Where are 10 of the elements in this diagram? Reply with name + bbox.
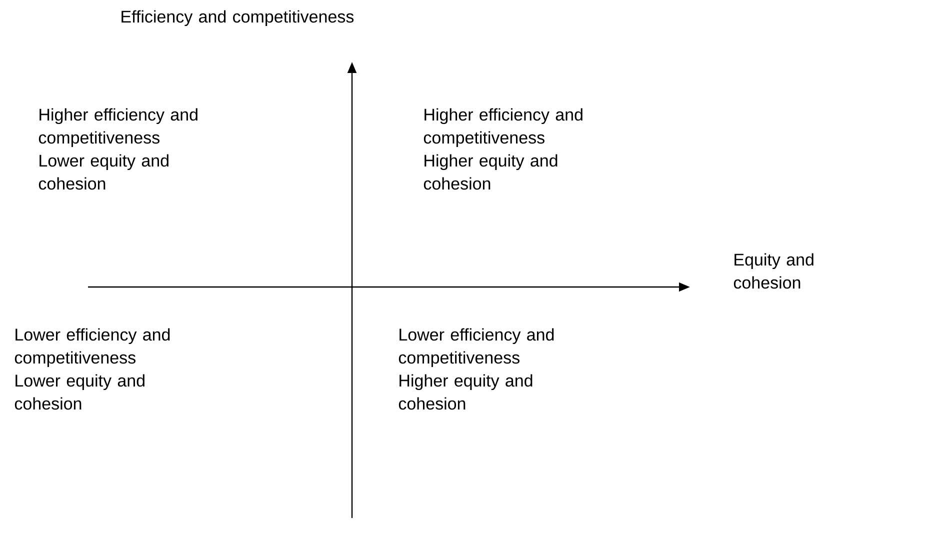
quadrant-label: Higher efficiency and competitiveness: [424, 108, 582, 148]
axis-label: Equity and cohesion: [734, 253, 814, 289]
quadrant-label: Lower equity and cohesion: [14, 374, 144, 410]
quadrant-label: Higher efficiency and competitiveness: [38, 108, 198, 148]
quadrant-label: Higher equity and cohesion: [398, 374, 532, 410]
quadrant-label: Lower efficiency and competitiveness: [14, 328, 170, 368]
quadrant-label: Lower efficiency and competitiveness: [398, 328, 554, 368]
quadrant-label: Higher equity and cohesion: [424, 154, 558, 190]
axis-label: Efficiency and competitiveness: [122, 10, 354, 26]
quadrant-label: Lower equity and cohesion: [38, 154, 168, 190]
